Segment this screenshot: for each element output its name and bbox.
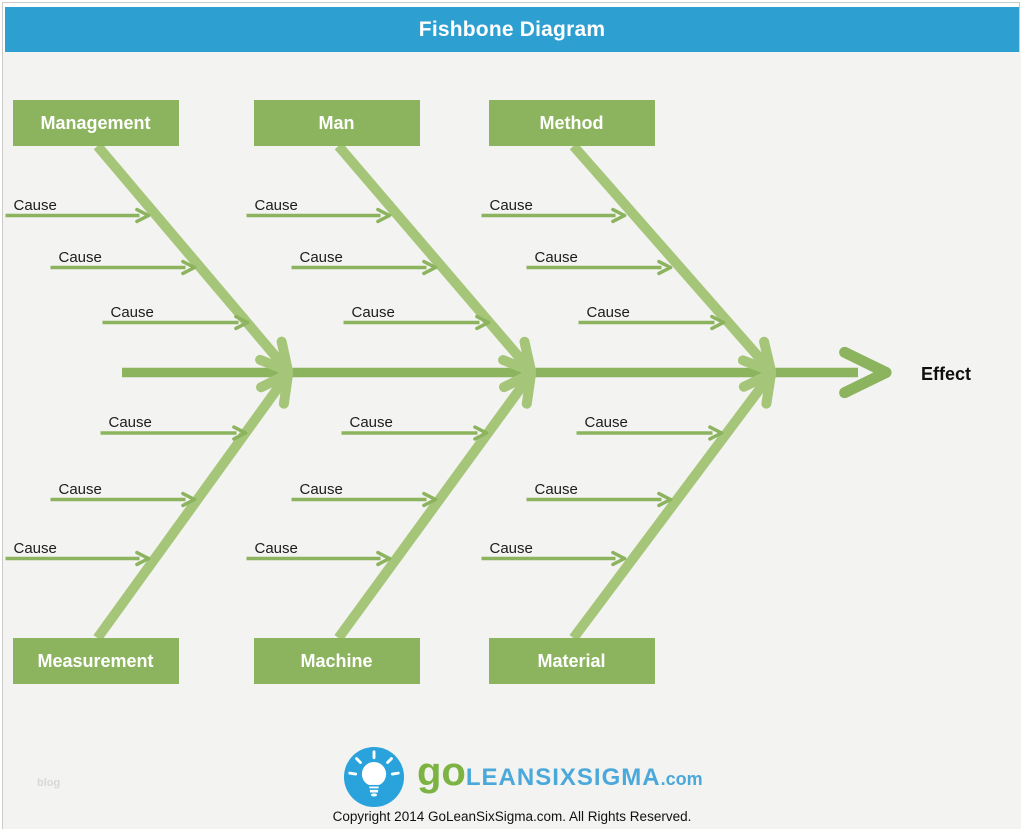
cause-label: Cause — [489, 196, 533, 214]
diagram-canvas — [3, 52, 1021, 829]
bone-arrowhead — [738, 369, 776, 392]
bone-arrowhead — [499, 369, 536, 393]
cause-arrowhead — [181, 265, 197, 276]
spine-arrowhead — [839, 367, 892, 399]
cause-label: Cause — [58, 248, 102, 266]
cause-arrowhead — [710, 314, 726, 325]
logo-tld-text: .com — [660, 769, 703, 789]
cause-arrowhead — [422, 259, 438, 270]
lightbulb-icon — [343, 746, 405, 808]
cause-arrowhead — [234, 320, 250, 331]
logo-main-text: LEANSIXSIGMA — [465, 764, 661, 791]
cause-label: Cause — [254, 196, 298, 214]
cause-arrowhead — [232, 431, 248, 441]
bone-arrowhead — [759, 336, 776, 376]
cause-label: Cause — [254, 539, 298, 557]
cause-label: Cause — [351, 303, 395, 321]
cause-arrowhead — [376, 556, 392, 567]
cause-label: Cause — [489, 539, 533, 557]
spine-arrowhead — [839, 346, 892, 378]
category-box-measurement: Measurement — [12, 638, 179, 684]
bone-arrowhead — [276, 336, 293, 376]
cause-label: Cause — [110, 303, 154, 321]
cause-arrowhead — [708, 431, 724, 441]
cause-label: Cause — [58, 480, 102, 498]
page-title: Fishbone Diagram — [418, 17, 606, 41]
category-box-material: Material — [488, 638, 655, 684]
cause-label: Cause — [534, 480, 578, 498]
cause-label: Cause — [13, 196, 57, 214]
cause-label: Cause — [299, 248, 343, 266]
cause-arrowhead — [376, 207, 392, 218]
category-label: Management — [40, 112, 151, 133]
category-box-man: Man — [253, 100, 420, 146]
cause-arrowhead — [475, 320, 491, 331]
watermark-text: blog — [37, 777, 61, 789]
effect-label: Effect — [921, 364, 972, 384]
category-label: Machine — [300, 650, 373, 671]
cause-arrowhead — [473, 425, 489, 435]
copyright-text: Copyright 2014 GoLeanSixSigma.com. All R… — [332, 809, 692, 824]
bone-arrow — [569, 142, 771, 370]
cause-label: Cause — [584, 414, 628, 431]
category-label: Measurement — [37, 650, 154, 671]
cause-arrowhead — [473, 431, 489, 441]
cause-label: Cause — [349, 414, 393, 431]
cause-arrowhead — [657, 491, 673, 502]
category-label: Material — [537, 650, 606, 671]
cause-arrowhead — [611, 213, 627, 224]
cause-arrowhead — [181, 497, 197, 508]
cause-arrowhead — [657, 259, 673, 270]
cause-label: Cause — [108, 414, 152, 431]
bone-arrow — [93, 375, 289, 641]
bone-arrow — [569, 375, 772, 641]
cause-arrowhead — [710, 320, 726, 331]
cause-arrowhead — [376, 550, 392, 561]
bone-arrow — [334, 375, 532, 641]
cause-arrowhead — [611, 550, 627, 561]
cause-label: Cause — [586, 303, 630, 321]
cause-arrowhead — [181, 259, 197, 270]
category-box-machine: Machine — [253, 638, 420, 684]
cause-arrowhead — [475, 314, 491, 325]
cause-arrowhead — [611, 556, 627, 567]
cause-arrowhead — [376, 213, 392, 224]
category-label: Man — [318, 112, 355, 133]
cause-arrowhead — [232, 425, 248, 435]
cause-arrowhead — [657, 497, 673, 508]
cause-label: Cause — [13, 539, 57, 557]
cause-arrowhead — [234, 314, 250, 325]
cause-arrowhead — [422, 265, 438, 276]
bone-arrow — [93, 142, 288, 370]
cause-label: Cause — [534, 248, 578, 266]
cause-arrowhead — [135, 556, 151, 567]
title-bar: Fishbone Diagram — [5, 7, 1019, 52]
cause-arrowhead — [181, 491, 197, 502]
cause-arrowhead — [657, 265, 673, 276]
cause-arrowhead — [422, 491, 438, 502]
bone-arrowhead — [256, 369, 293, 393]
category-box-method: Method — [488, 100, 655, 146]
cause-arrowhead — [422, 497, 438, 508]
cause-arrowhead — [708, 425, 724, 435]
cause-arrowhead — [135, 213, 151, 224]
cause-arrowhead — [135, 207, 151, 218]
bone-arrowhead — [519, 336, 536, 376]
logo-go-text: go — [417, 750, 466, 794]
cause-arrowhead — [135, 550, 151, 561]
bone-arrow — [334, 142, 531, 370]
category-box-management: Management — [12, 100, 179, 146]
category-label: Method — [539, 112, 604, 133]
cause-label: Cause — [299, 480, 343, 498]
cause-arrowhead — [611, 207, 627, 218]
